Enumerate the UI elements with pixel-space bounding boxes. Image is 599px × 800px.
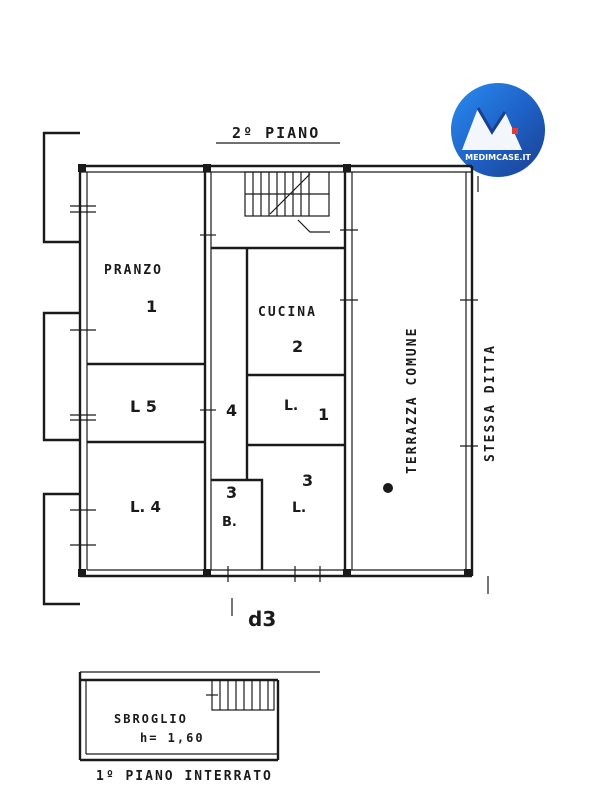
room-label-sbroglio: SBROGLIO bbox=[114, 712, 188, 726]
room-label-l5: L 5 bbox=[130, 397, 157, 416]
floor-drain-icon bbox=[383, 483, 393, 493]
note-1: 1 bbox=[318, 405, 329, 424]
room-label-l-small: L. bbox=[284, 398, 298, 414]
basement-plan bbox=[78, 671, 320, 762]
room-number-cucina: 2 bbox=[292, 337, 303, 356]
room-number-pranzo: 1 bbox=[146, 297, 157, 316]
room-label-l3: L. bbox=[292, 500, 306, 516]
room-height-sbroglio: h= 1,60 bbox=[140, 731, 205, 745]
logo-brand-text: MEDIMCASE.IT bbox=[465, 153, 531, 162]
room-label-bath: B. bbox=[222, 515, 237, 530]
outer-walls bbox=[78, 164, 474, 578]
room-label-l4: L. 4 bbox=[130, 498, 161, 516]
staircase bbox=[244, 171, 330, 233]
floor-title: 2º PIANO bbox=[232, 124, 320, 142]
label-stessa-ditta: STESSA DITTA bbox=[483, 344, 498, 462]
note-d3: d3 bbox=[248, 607, 276, 631]
interior-walls bbox=[87, 166, 353, 576]
corner-posts bbox=[78, 164, 472, 577]
left-balconies bbox=[42, 131, 80, 606]
opening-ticks bbox=[70, 176, 489, 616]
basement-title: 1º PIANO INTERRATO bbox=[96, 769, 273, 784]
label-terrazza-comune: TERRAZZA COMUNE bbox=[405, 327, 420, 474]
note-4: 4 bbox=[226, 401, 237, 420]
room-number-l3: 3 bbox=[302, 471, 313, 490]
room-label-pranzo: PRANZO bbox=[104, 263, 163, 278]
note-3: 3 bbox=[226, 483, 237, 502]
medimcase-logo: MEDIMCASE.IT bbox=[451, 83, 545, 177]
room-label-cucina: CUCINA bbox=[258, 305, 317, 320]
